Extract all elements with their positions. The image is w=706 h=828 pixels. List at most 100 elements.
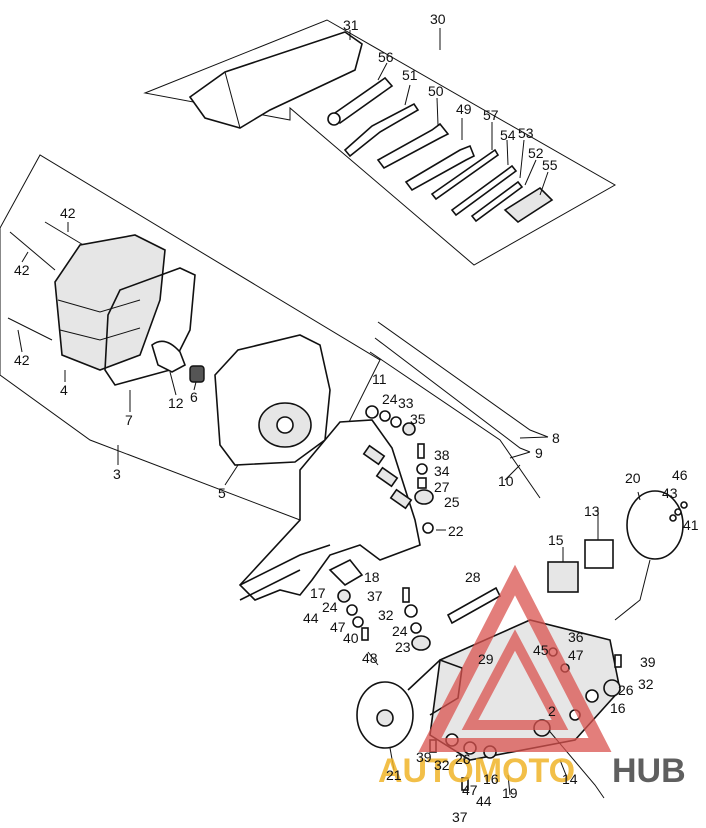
callout-37b: 37 xyxy=(452,809,468,825)
callout-39b: 39 xyxy=(416,749,432,765)
callout-23: 23 xyxy=(395,639,411,655)
callout-21: 21 xyxy=(386,767,402,783)
callout-18: 18 xyxy=(364,569,380,585)
bolt-mid xyxy=(9,231,56,271)
callout-32b: 32 xyxy=(638,676,654,692)
callout-34: 34 xyxy=(434,463,450,479)
wire-8 xyxy=(377,321,549,438)
callout-10: 10 xyxy=(498,473,514,489)
callout-35: 35 xyxy=(410,411,426,427)
callout-42b: 42 xyxy=(14,262,30,278)
callout-50: 50 xyxy=(428,83,444,99)
callout-52: 52 xyxy=(528,145,544,161)
callout-2: 2 xyxy=(548,703,556,719)
watermark-brand-part2: HUB xyxy=(612,752,686,790)
lens-gasket xyxy=(104,267,196,386)
watermark-brand-part1: AUTOMOTO xyxy=(378,752,575,790)
callout-37a: 37 xyxy=(367,588,383,604)
open-wrench-a xyxy=(376,122,450,170)
open-wrench-b xyxy=(404,144,476,192)
callout-14: 14 xyxy=(562,771,578,787)
grommet-25 xyxy=(414,489,434,505)
wire-10 xyxy=(369,351,541,499)
collar-27 xyxy=(417,477,427,489)
callout-24b: 24 xyxy=(322,599,338,615)
tail-lens xyxy=(54,234,166,371)
callout-5: 5 xyxy=(218,485,226,501)
bolt-low xyxy=(7,317,53,341)
tool-bag xyxy=(188,31,363,129)
callout-47a: 47 xyxy=(330,619,346,635)
callout-48: 48 xyxy=(362,650,378,666)
screwdriver-handle xyxy=(503,186,554,224)
callout-15: 15 xyxy=(548,532,564,548)
callout-20: 20 xyxy=(625,470,641,486)
washer-24 xyxy=(379,410,391,422)
bolt-38 xyxy=(417,443,425,459)
nut-11 xyxy=(365,405,379,419)
pliers xyxy=(343,102,420,158)
callout-38: 38 xyxy=(434,447,450,463)
callout-22: 22 xyxy=(448,523,464,539)
washer-34 xyxy=(416,463,428,475)
callout-40: 40 xyxy=(343,630,359,646)
watermark-logo: AUTOMOTO HUB xyxy=(378,564,686,790)
callout-45: 45 xyxy=(533,642,549,658)
callout-labels: 30 31 56 51 50 49 57 54 53 52 55 42 42 4… xyxy=(14,11,699,825)
callout-9: 9 xyxy=(535,445,543,461)
callout-24c: 24 xyxy=(392,623,408,639)
callout-47b: 47 xyxy=(568,647,584,663)
callout-32c: 32 xyxy=(434,757,450,773)
bolt-22 xyxy=(422,522,434,534)
callout-57: 57 xyxy=(483,107,499,123)
callout-13: 13 xyxy=(584,503,600,519)
wire-9 xyxy=(374,337,531,453)
callout-11: 11 xyxy=(372,371,387,387)
relay-15 xyxy=(547,561,579,593)
callout-28: 28 xyxy=(465,569,481,585)
callout-26: 26 xyxy=(618,682,634,698)
callout-53: 53 xyxy=(518,125,534,141)
callout-36: 36 xyxy=(568,629,584,645)
callout-39a: 39 xyxy=(640,654,656,670)
tool-kit-group xyxy=(143,19,617,266)
fender-bracket-group xyxy=(238,321,549,601)
bulb xyxy=(151,340,186,373)
callout-7: 7 xyxy=(125,412,133,428)
callout-44b: 44 xyxy=(476,793,492,809)
washer-33 xyxy=(390,416,402,428)
callout-44a: 44 xyxy=(303,610,319,626)
nut-35 xyxy=(402,422,416,436)
callout-6: 6 xyxy=(190,389,198,405)
callout-16b: 16 xyxy=(483,771,499,787)
callout-42c: 42 xyxy=(14,352,30,368)
callout-31: 31 xyxy=(343,17,359,33)
callout-33: 33 xyxy=(398,395,414,411)
screwdriver-b xyxy=(450,164,518,217)
callout-3: 3 xyxy=(113,466,121,482)
callout-4: 4 xyxy=(60,382,68,398)
callout-46: 46 xyxy=(672,467,688,483)
callout-55: 55 xyxy=(542,157,558,173)
callout-8: 8 xyxy=(552,430,560,446)
callout-47c: 47 xyxy=(462,782,478,798)
callout-16a: 16 xyxy=(610,700,626,716)
callout-30: 30 xyxy=(430,11,446,27)
ring-20 xyxy=(626,490,684,560)
socket xyxy=(189,365,205,383)
callout-24a: 24 xyxy=(382,391,398,407)
callout-42a: 42 xyxy=(60,205,76,221)
relay-13 xyxy=(584,539,614,569)
screwdriver-a xyxy=(430,148,500,201)
callout-32a: 32 xyxy=(378,607,394,623)
callout-56: 56 xyxy=(378,49,394,65)
callout-54: 54 xyxy=(500,127,516,143)
screwdriver-c xyxy=(470,180,524,223)
callout-27: 27 xyxy=(434,479,450,495)
callout-43: 43 xyxy=(662,485,678,501)
tail-housing xyxy=(214,334,331,466)
callout-17: 17 xyxy=(310,585,326,601)
callout-26b: 26 xyxy=(455,751,471,767)
callout-25: 25 xyxy=(444,494,460,510)
